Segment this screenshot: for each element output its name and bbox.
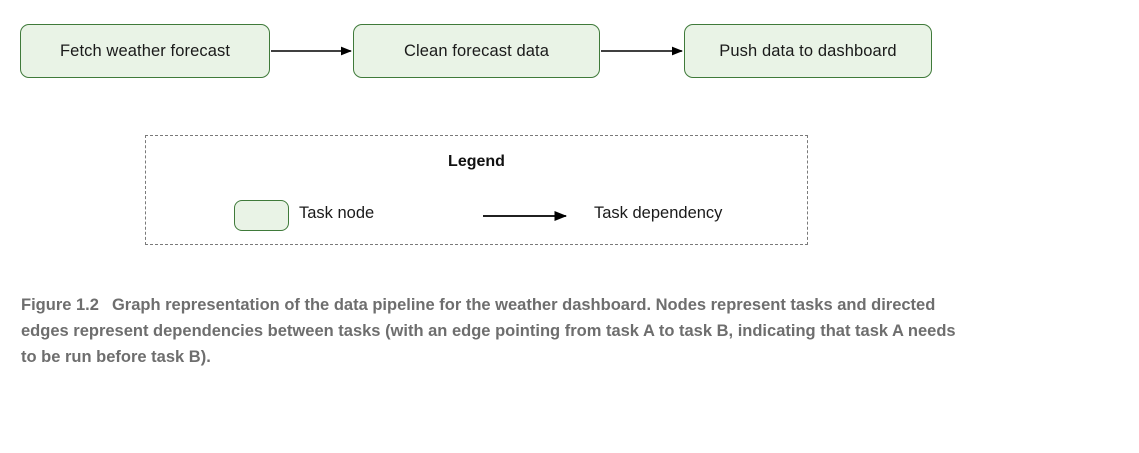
legend-task-node-label: Task node (299, 204, 375, 222)
task-node-label: Fetch weather forecast (59, 41, 231, 60)
figure-caption-number: Figure 1.2 (21, 296, 99, 314)
legend-task-node-swatch (234, 200, 289, 231)
task-node-label: Push data to dashboard (719, 41, 897, 60)
task-node-clean-forecast-data[interactable]: Clean forecast data (353, 24, 600, 78)
figure-caption-text: Graph representation of the data pipelin… (21, 296, 956, 366)
task-node-push-data-to-dashboard[interactable]: Push data to dashboard (684, 24, 932, 78)
legend-task-dependency-label: Task dependency (594, 204, 723, 222)
legend-title: Legend (448, 153, 505, 170)
task-node-fetch-weather-forecast[interactable]: Fetch weather forecast (20, 24, 270, 78)
legend: Legend Task node Task dependency (145, 135, 808, 245)
task-node-label: Clean forecast data (404, 41, 549, 60)
legend-task-dependency-arrow-icon (483, 210, 568, 222)
